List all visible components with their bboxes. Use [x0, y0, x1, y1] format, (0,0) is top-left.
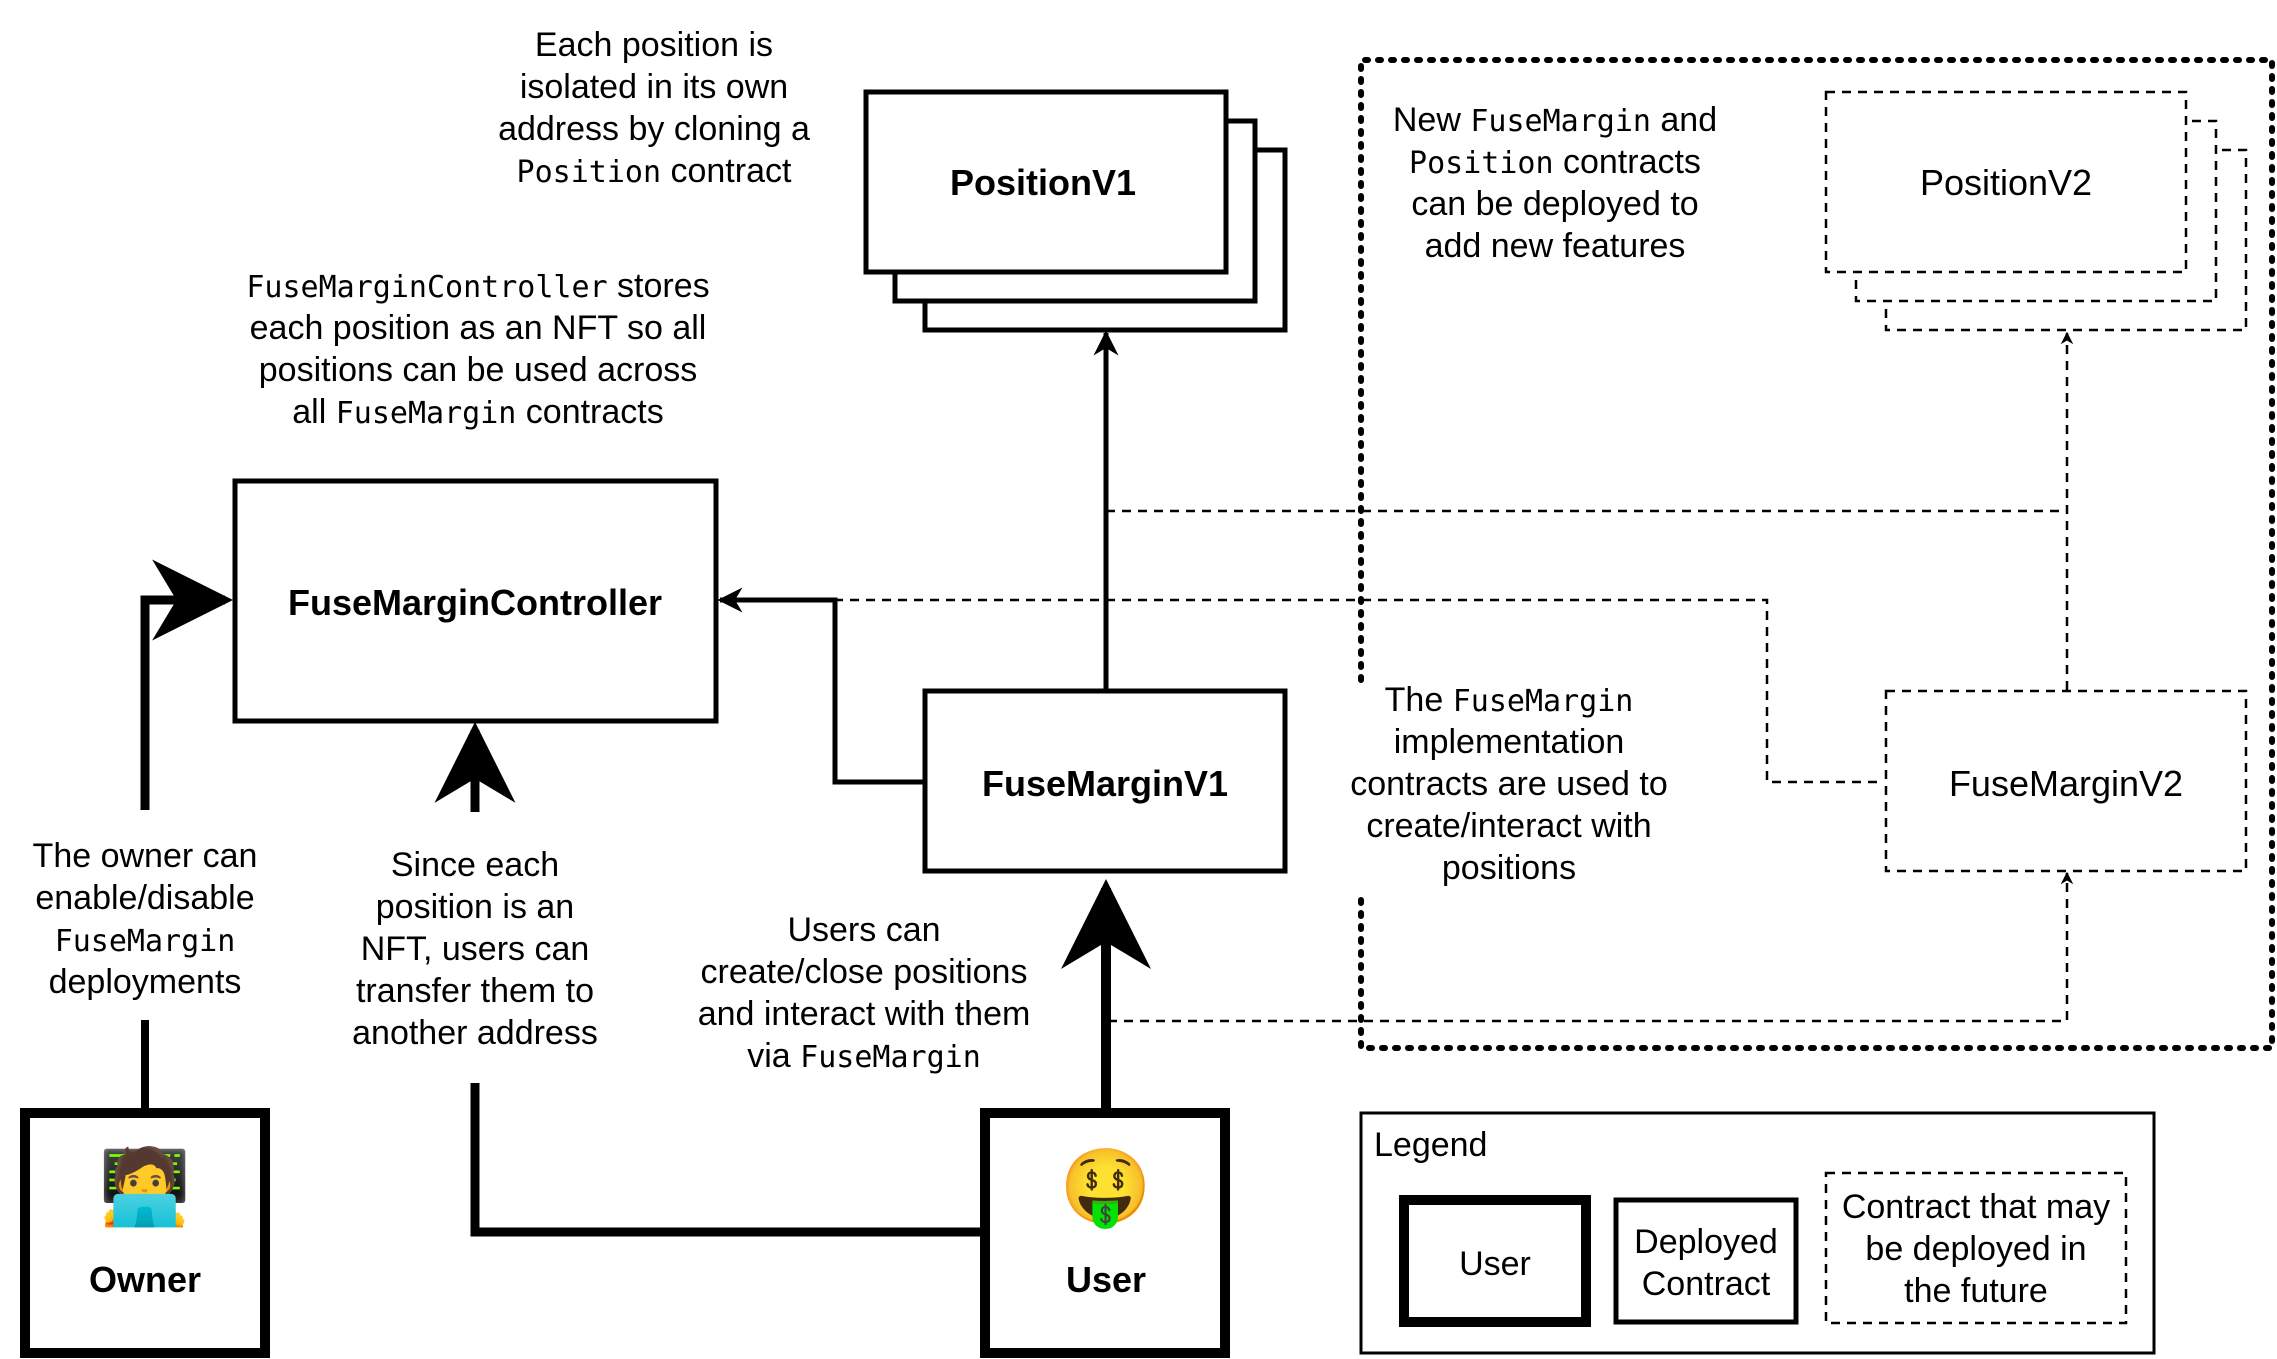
annotation-segment: add new features	[1425, 227, 1686, 265]
annotation-segment: positions	[1442, 849, 1576, 887]
annotation-segment: contracts	[1554, 143, 1701, 181]
legend-user-swatch	[1399, 1195, 1591, 1327]
fusemarginv1-to-controller-arrow	[717, 587, 925, 785]
legend-title: Legend	[1374, 1126, 1487, 1164]
position-v2-label: PositionV2	[1920, 162, 2092, 203]
annotation-segment: stores	[608, 267, 710, 305]
annotation-segment: each position as an NFT so all	[250, 309, 707, 347]
user-label: User	[1066, 1259, 1146, 1300]
label-line: Contract that may	[1842, 1188, 2110, 1226]
annotation-segment: NFT, users can	[361, 930, 590, 968]
label-line: be deployed in	[1865, 1230, 2086, 1268]
annotation-segment: contract	[661, 152, 792, 190]
legend-deployed-swatch	[1613, 1197, 1799, 1325]
controller-nft-note: FuseMarginController stores each position…	[246, 267, 709, 431]
annotation-segment: another address	[352, 1014, 598, 1052]
future-region-border	[1358, 57, 2275, 1051]
annotation-segment: address by cloning a	[498, 110, 810, 148]
label-line: Deployed	[1634, 1223, 1778, 1261]
implementation-note: The FuseMargin implementation contracts ar…	[1350, 681, 1668, 887]
users-interact-note: Users can create/close positions and inter…	[698, 911, 1031, 1075]
annotation-segment: FuseMargin	[1470, 104, 1651, 139]
annotation-segment: can be deployed to	[1411, 185, 1698, 223]
user-emoji-icon: 🤑	[1060, 1144, 1152, 1231]
annotation-segment: FuseMargin	[336, 396, 517, 431]
annotation-segment: isolated in its own	[520, 68, 788, 106]
annotation-segment: Users can	[787, 911, 940, 949]
annotation-segment: transfer them to	[356, 972, 594, 1010]
fusemargin-v2-node: FuseMarginV2	[1884, 689, 2248, 873]
annotation-segment: FuseMargin	[1453, 684, 1634, 719]
fusemargin-v1-label: FuseMarginV1	[982, 763, 1228, 804]
annotation-segment: FuseMarginController	[246, 270, 607, 305]
dashed-user-to-fusemarginv2-arrow	[1108, 871, 2074, 1023]
annotation-segment: Since each	[391, 846, 559, 884]
user-transfer-line	[470, 1083, 985, 1237]
annotation-segment: enable/disable	[35, 879, 254, 917]
annotation-segment: Each position is	[535, 26, 773, 64]
legend-future-swatch	[1824, 1171, 2128, 1325]
annotation-segment: positions can be used across	[259, 351, 697, 389]
annotation-segment: The owner can	[33, 837, 258, 875]
annotation-segment: deployments	[49, 963, 242, 1001]
owner-node: 🧑‍💻 Owner	[20, 1108, 270, 1358]
annotation-segment: implementation	[1394, 723, 1625, 761]
annotation-segment: all	[292, 393, 335, 431]
position-v2-node: PositionV2	[1824, 90, 2248, 332]
label-line: Contract	[1642, 1265, 1771, 1303]
annotation-segment: FuseMargin	[55, 924, 236, 959]
fusemargin-v1-node: FuseMarginV1	[922, 688, 1288, 874]
annotation-segment: Position	[1409, 146, 1554, 181]
fusemargin-v2-label: FuseMarginV2	[1949, 763, 2183, 804]
fusemargin-controller-node: FuseMarginController	[232, 478, 719, 724]
transfer-note: Since each position is an NFT, users can tr…	[352, 846, 598, 1052]
annotation-segment: position is an	[376, 888, 574, 926]
owner-emoji-icon: 🧑‍💻	[99, 1142, 191, 1230]
annotation-segment: New	[1393, 101, 1470, 139]
legend-user-label: User	[1459, 1245, 1531, 1283]
annotation-segment: and	[1651, 101, 1717, 139]
annotation-segment: and interact with them	[698, 995, 1031, 1033]
fusemargin-controller-label: FuseMarginController	[288, 582, 662, 623]
annotation-segment: create/interact with	[1366, 807, 1651, 845]
annotation-segment: create/close positions	[701, 953, 1028, 991]
dashed-controller-to-fusemarginv2	[722, 598, 1882, 784]
position-v1-label: PositionV1	[950, 162, 1136, 203]
position-isolation-note: Each position is isolated in its own addre…	[498, 26, 810, 190]
annotation-segment: The	[1385, 681, 1453, 719]
position-v1-node: PositionV1	[863, 89, 1288, 333]
owner-to-controller-arrow-head	[140, 559, 234, 810]
annotation-segment: contracts	[516, 393, 663, 431]
annotation-segment: Position	[517, 155, 662, 190]
owner-label: Owner	[89, 1259, 201, 1300]
annotation-segment: via	[747, 1037, 800, 1075]
legend-future-label: Contract that may be deployed in the futur…	[1842, 1188, 2110, 1310]
user-node: 🤑 User	[980, 1108, 1230, 1358]
annotation-segment: contracts are used to	[1350, 765, 1668, 803]
label-line: the future	[1904, 1272, 2048, 1310]
annotation-segment: FuseMargin	[800, 1040, 981, 1075]
